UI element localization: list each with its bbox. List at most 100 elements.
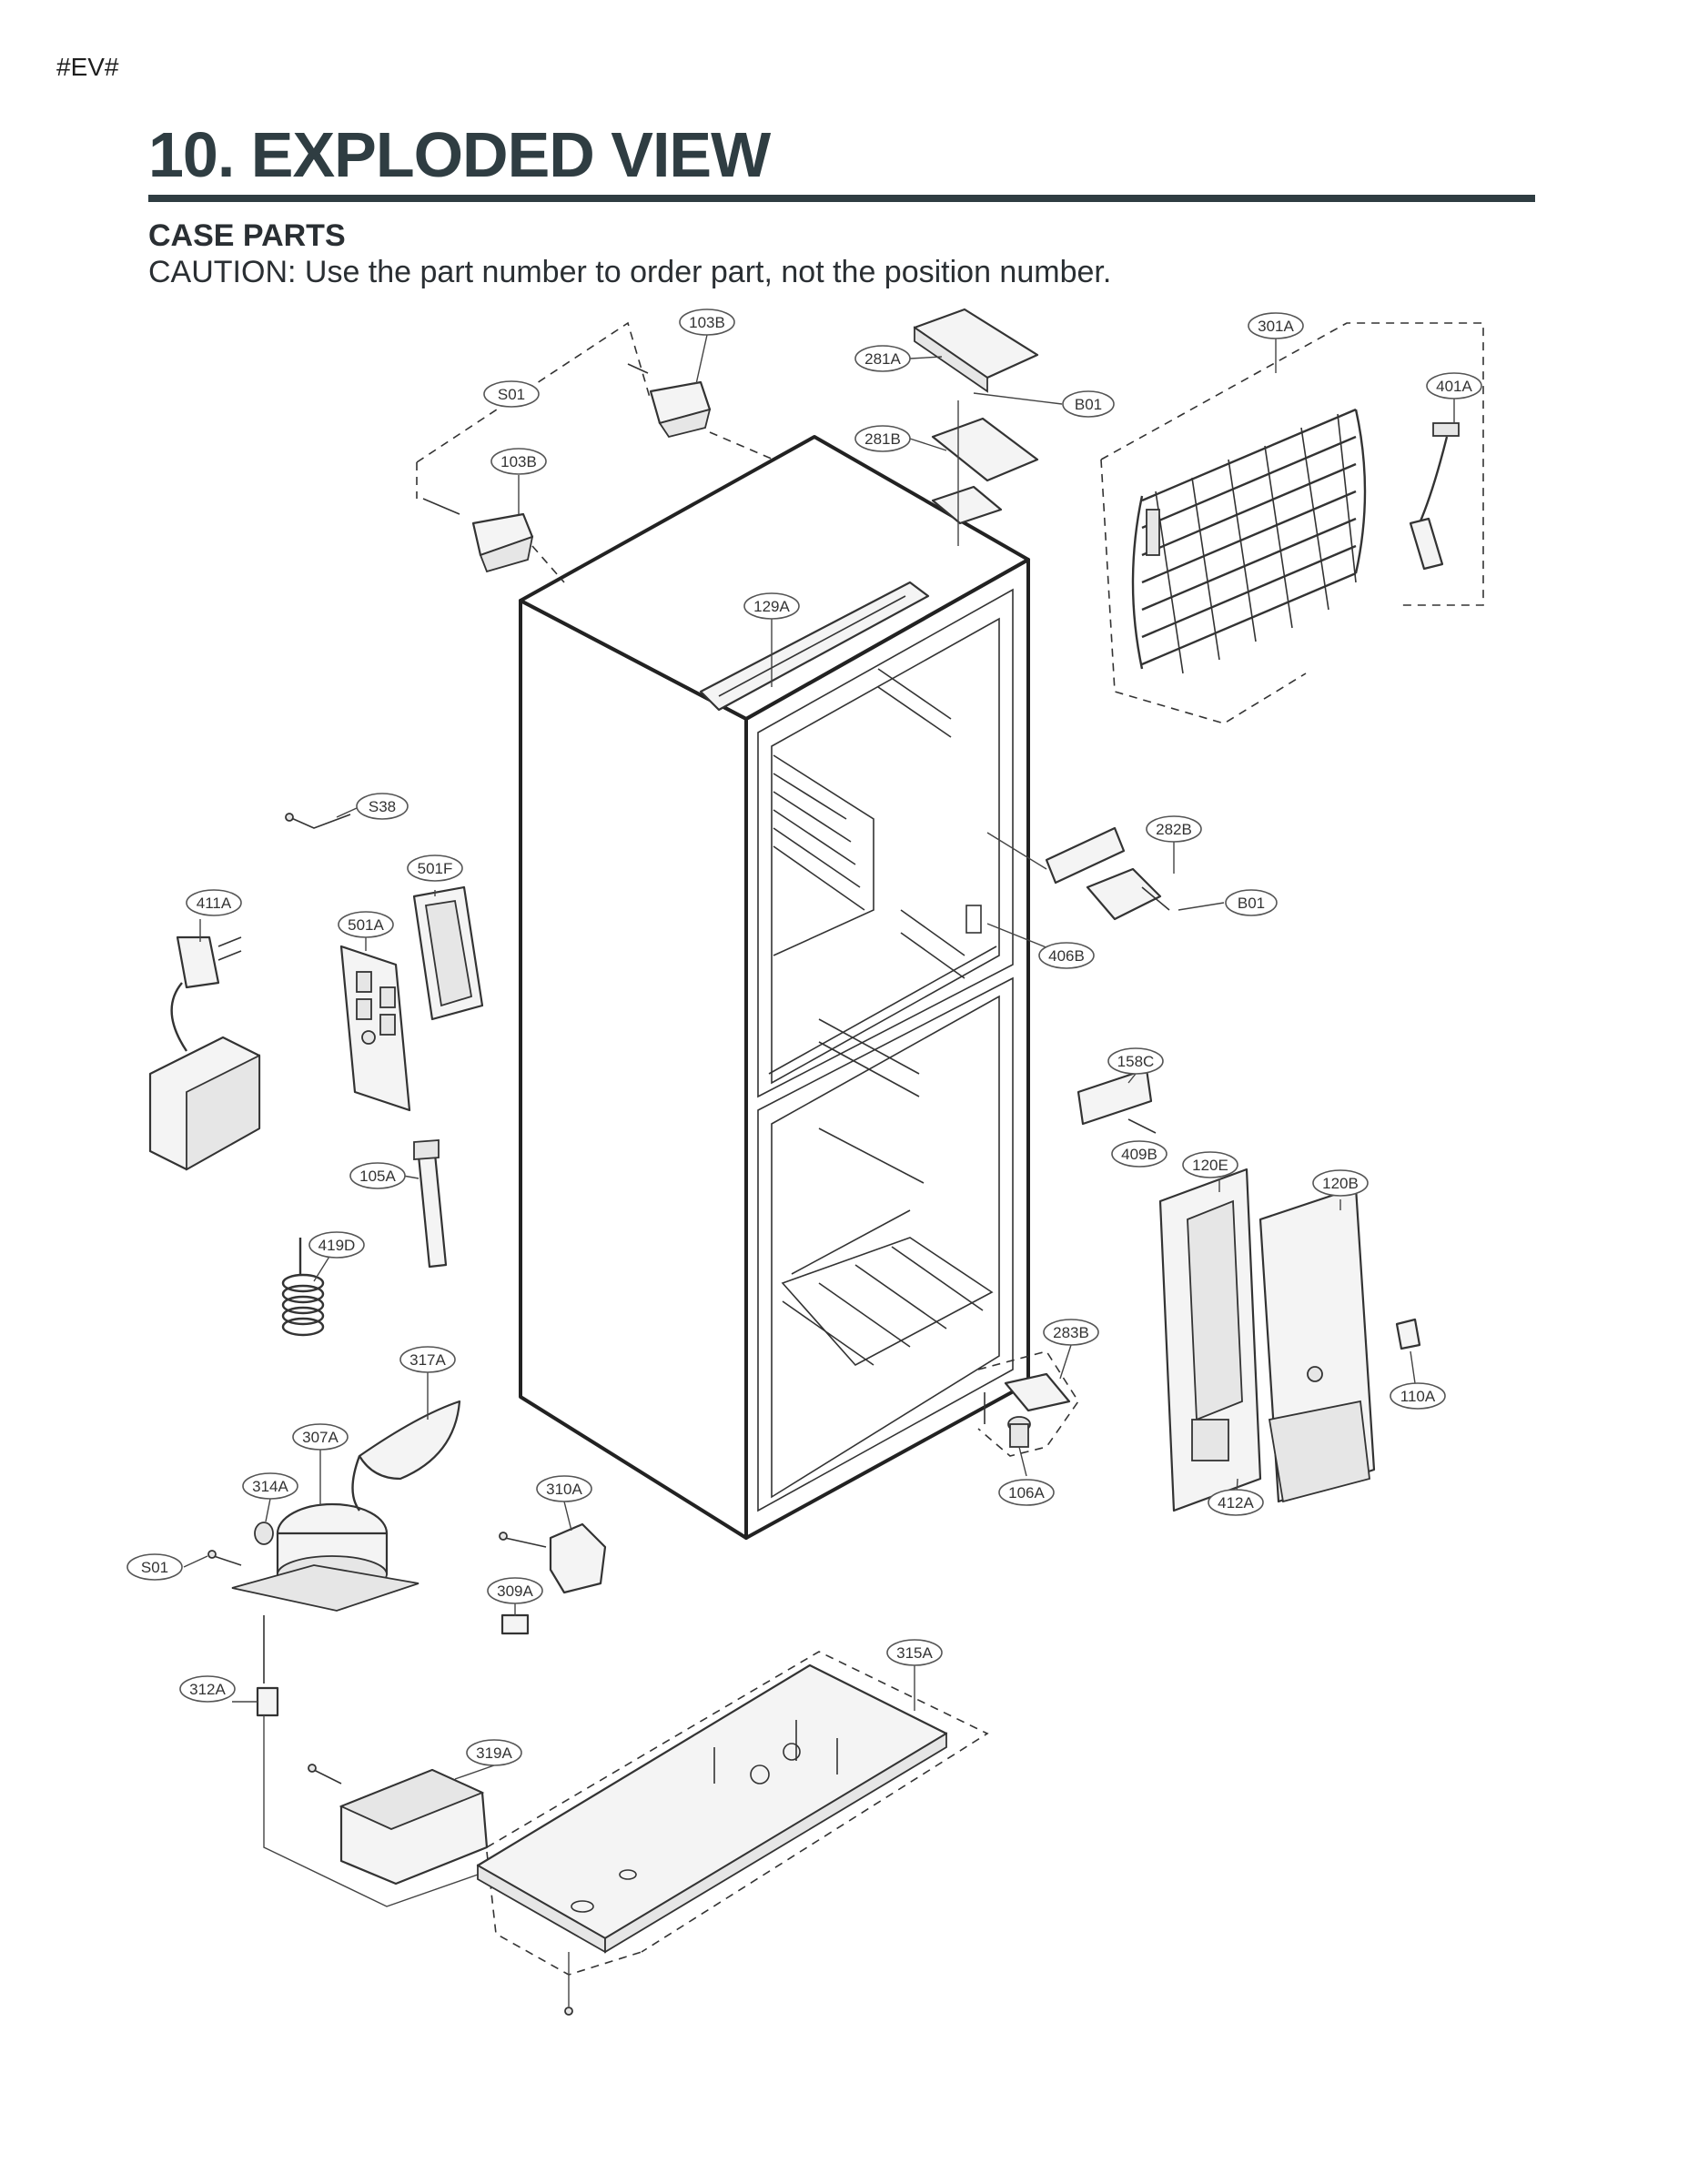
svg-text:158C: 158C [1117,1053,1155,1070]
svg-text:120B: 120B [1322,1175,1359,1192]
svg-text:406B: 406B [1048,947,1085,965]
svg-text:106A: 106A [1008,1484,1045,1502]
svg-text:S38: S38 [369,798,396,815]
sleeve-part [256,1615,279,1717]
callout-129a: 129A [743,592,800,620]
callout-314a: 314A [242,1472,298,1500]
callout-s01-bottom: S01 [126,1553,183,1581]
callout-s01-top: S01 [483,380,540,408]
callout-312a: 312A [179,1675,236,1703]
svg-text:129A: 129A [753,598,790,615]
svg-text:419D: 419D [318,1237,356,1254]
small-bracket-part [1395,1318,1421,1350]
callout-501f: 501F [407,854,463,882]
svg-text:501A: 501A [348,916,384,934]
svg-text:281B: 281B [864,430,901,448]
callout-317a: 317A [399,1346,456,1373]
callout-120b: 120B [1312,1169,1369,1197]
relay-part [499,1522,607,1594]
compressor-part [231,1455,419,1612]
callout-105a: 105A [349,1162,406,1189]
callout-158c: 158C [1107,1047,1164,1075]
svg-text:307A: 307A [302,1429,339,1446]
svg-text:312A: 312A [189,1681,226,1698]
callout-b01-mid: B01 [1225,889,1278,916]
callout-106a: 106A [998,1479,1055,1506]
svg-text:103B: 103B [689,314,725,331]
callout-501a: 501A [338,911,394,938]
svg-text:401A: 401A [1436,378,1472,395]
svg-text:501F: 501F [418,860,453,877]
svg-text:120E: 120E [1192,1157,1228,1174]
callout-110a: 110A [1390,1382,1446,1410]
cover-317a-part [358,1400,461,1481]
svg-text:310A: 310A [546,1481,582,1498]
svg-text:314A: 314A [252,1478,288,1495]
screw-s38-part [285,813,351,829]
callout-283b: 283B [1043,1319,1099,1346]
svg-text:S01: S01 [141,1559,168,1576]
hinge-cover-left-part [422,498,534,573]
top-cover-part [699,581,930,712]
callout-281b: 281B [854,425,911,452]
page-tag: #EV# [56,53,119,81]
grommet-part [254,1522,274,1545]
screw-s01-bottom-part [207,1550,242,1566]
power-cord-part [148,935,261,1171]
callout-103b-top: 103B [679,308,735,336]
svg-text:309A: 309A [497,1582,533,1600]
svg-text:409B: 409B [1121,1146,1157,1163]
svg-text:283B: 283B [1053,1324,1089,1341]
callout-411a: 411A [186,889,242,916]
callout-315a: 315A [886,1639,943,1666]
svg-text:282B: 282B [1156,821,1192,838]
gasket-part [412,885,484,1021]
callout-103b-left: 103B [490,448,547,475]
svg-text:110A: 110A [1400,1388,1436,1405]
svg-text:S01: S01 [498,386,525,403]
top-hinge-part [913,308,1039,546]
svg-text:412A: 412A [1218,1494,1254,1512]
callout-401a: 401A [1426,372,1482,399]
control-box-back-part [1258,1186,1376,1503]
middle-hinge-part [986,826,1170,921]
callout-s38: S38 [356,793,409,820]
svg-text:319A: 319A [476,1744,512,1762]
callout-307a: 307A [292,1423,349,1451]
door-switch-part [1076,1067,1157,1134]
callout-301a: 301A [1248,312,1304,339]
title-rule [148,195,1535,202]
callout-b01-top: B01 [1062,390,1115,418]
callout-282b: 282B [1146,815,1202,843]
callout-310a: 310A [536,1475,592,1502]
control-box-front-part [1158,1168,1262,1512]
overload-part [500,1613,530,1635]
drain-pipe-part [413,1139,448,1269]
caution-note: CAUTION: Use the part number to order pa… [148,255,1112,289]
callout-281a: 281A [854,345,911,372]
svg-text:317A: 317A [409,1351,446,1369]
callout-319a: 319A [466,1739,522,1766]
page-title: 10. EXPLODED VIEW [148,119,771,190]
heater-coil-part [281,1238,325,1337]
section-subtitle: CASE PARTS [148,218,346,253]
callout-309a: 309A [487,1577,543,1604]
callout-406b: 406B [1038,942,1095,969]
svg-text:B01: B01 [1238,895,1265,912]
callout-419d: 419D [308,1231,365,1259]
svg-text:B01: B01 [1075,396,1102,413]
evaporator-part [1100,322,1484,724]
callout-120e: 120E [1182,1151,1238,1178]
svg-text:105A: 105A [359,1168,396,1185]
drain-tray-part [308,1764,489,1886]
svg-text:315A: 315A [896,1644,933,1662]
hinge-cover-top-part [627,363,712,439]
sensor-part [1409,422,1460,571]
svg-text:301A: 301A [1258,318,1294,335]
svg-text:281A: 281A [864,350,901,368]
svg-text:103B: 103B [500,453,537,470]
pcb-part [339,945,411,1112]
callout-409b: 409B [1111,1140,1167,1168]
lower-hinge-part [977,1350,1079,1457]
